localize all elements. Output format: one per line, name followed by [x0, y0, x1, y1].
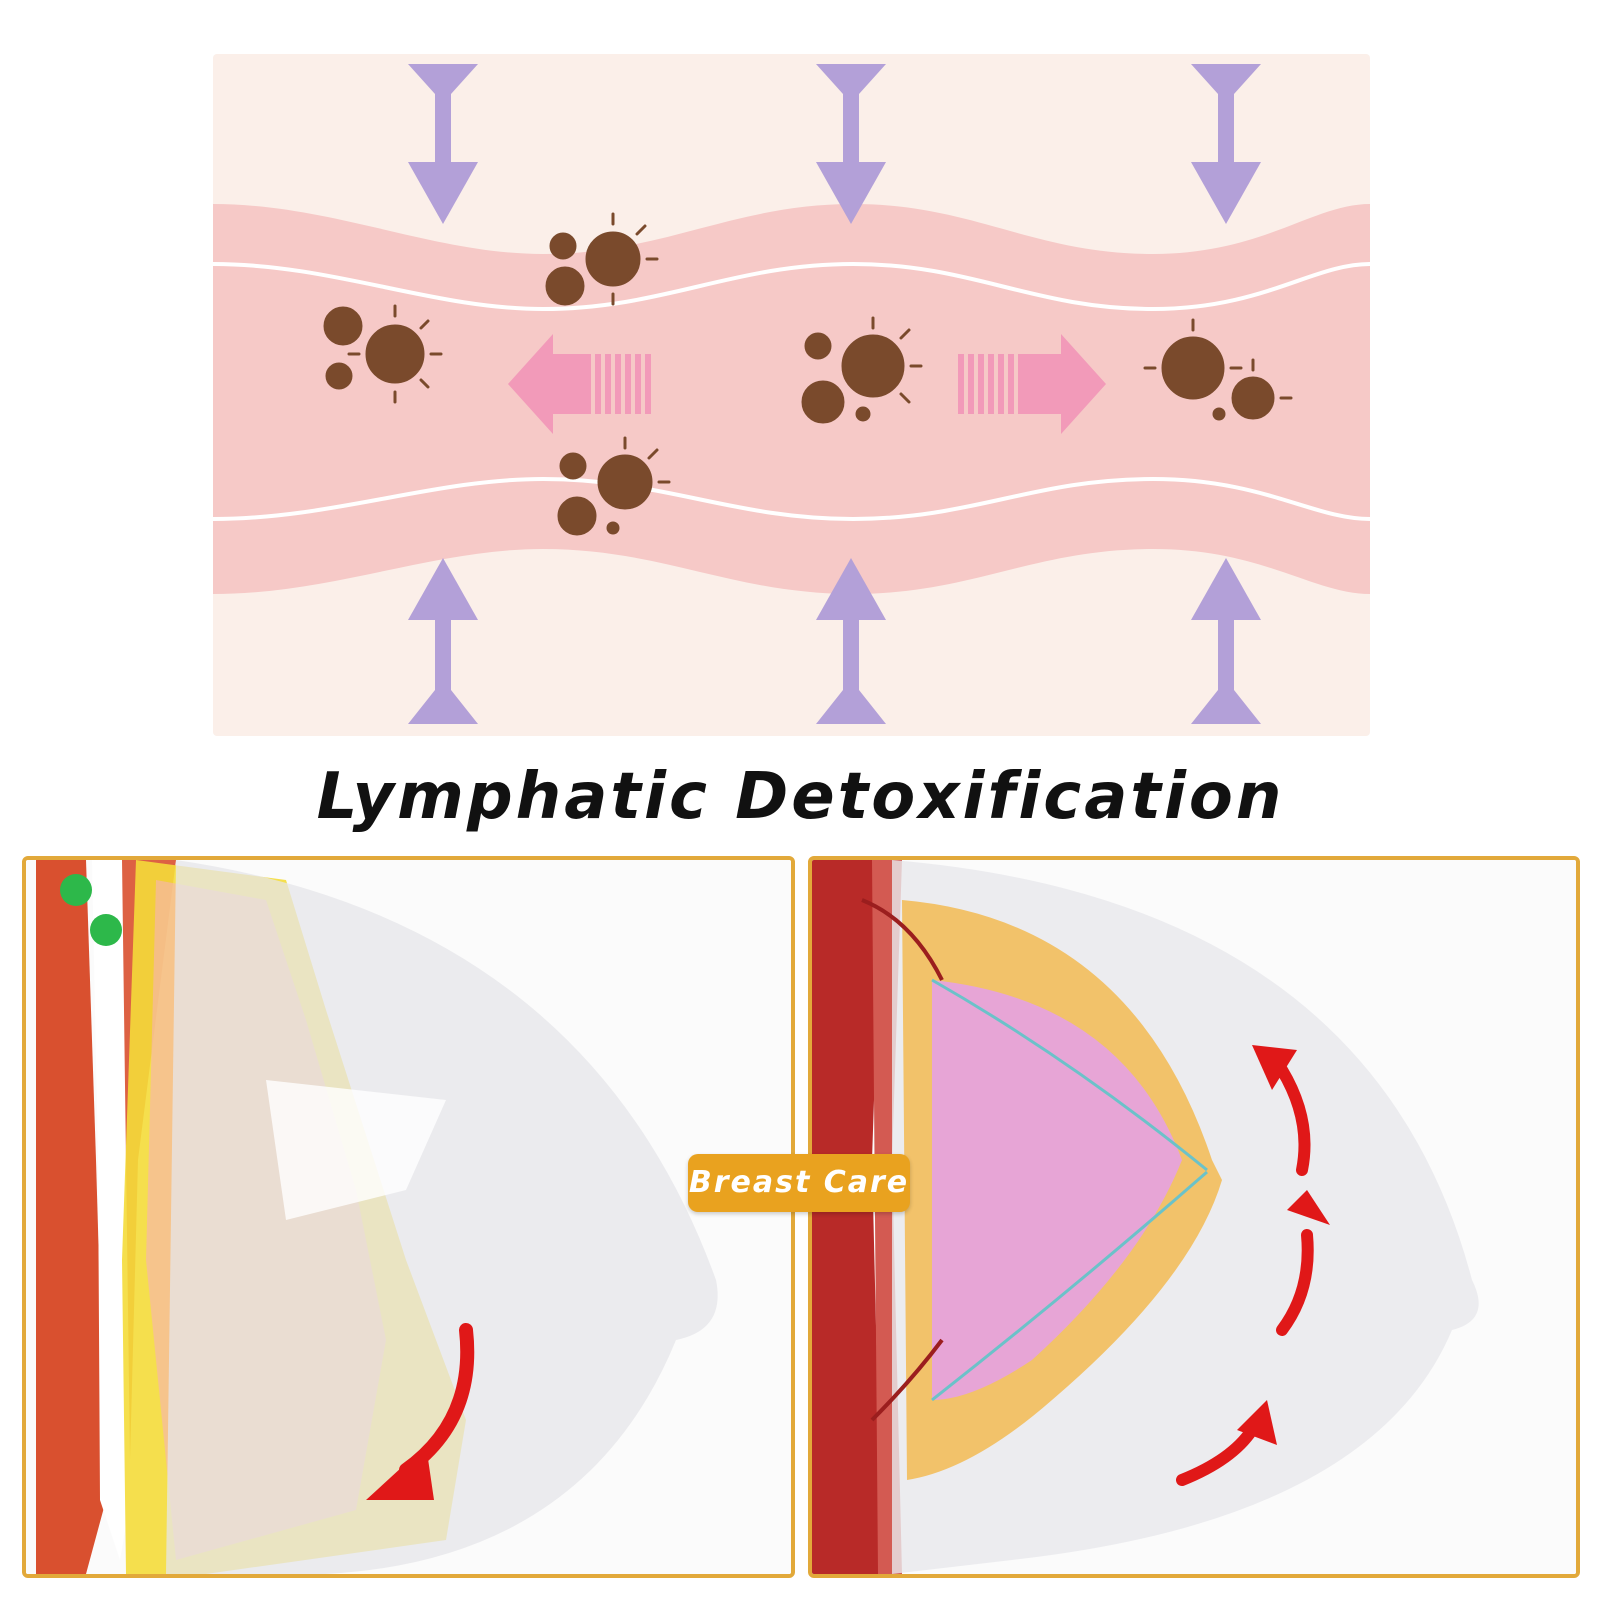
left-anatomy-panel [22, 856, 795, 1578]
press-up-arrow-icon [816, 558, 886, 724]
flow-right-arrow-icon [958, 334, 1106, 434]
toxin-particle-icon [557, 436, 671, 536]
toxin-particle-icon [545, 212, 659, 306]
lymph-node [60, 874, 92, 906]
press-up-arrow-icon [1191, 558, 1261, 724]
red-curved-arrow-icon [1176, 1064, 1314, 1486]
flow-left-arrow-icon [508, 334, 651, 434]
right-anatomy-panel [808, 856, 1580, 1578]
toxin-particle-icon [1143, 318, 1293, 421]
page-title: Lymphatic Detoxification [316, 760, 1285, 834]
press-down-arrow-icon [1191, 64, 1261, 224]
press-down-arrow-icon [816, 64, 886, 224]
toxin-particle-icon [801, 316, 923, 424]
toxin-particle-icon [323, 304, 443, 404]
breast-care-badge: Breast Care [688, 1154, 910, 1212]
press-down-arrow-icon [408, 64, 478, 224]
lymph-vessel-illustration [213, 54, 1370, 736]
red-curved-arrow-icon [366, 1323, 475, 1500]
lymph-node [90, 914, 122, 946]
press-up-arrow-icon [408, 558, 478, 724]
red-curved-arrow-icon [1237, 1045, 1330, 1445]
